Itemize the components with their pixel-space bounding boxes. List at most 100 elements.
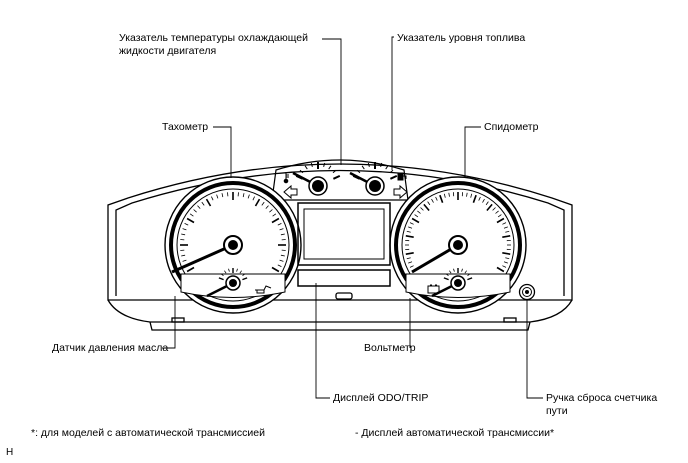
gauge-tick — [197, 205, 201, 209]
gauge-tick — [218, 277, 224, 281]
gauge-tick — [186, 266, 195, 273]
corner-mark: H — [6, 447, 14, 458]
gauge-tick — [389, 169, 394, 174]
battery-icon — [427, 284, 440, 294]
gauge-tick — [182, 259, 187, 262]
oil-can-icon — [255, 285, 272, 294]
odo-trip-display-label: Дисплей ODO/TRIP — [333, 392, 429, 404]
gauge-tick — [408, 226, 413, 229]
gauge-tick — [310, 162, 313, 167]
gauge-tick — [466, 192, 468, 197]
gauge-tick — [467, 277, 473, 281]
gauge-tick — [502, 265, 507, 268]
gauge-tick — [389, 174, 398, 180]
gauge-tick — [497, 214, 502, 218]
gauge-tick — [496, 217, 505, 224]
gauge-tick — [405, 252, 414, 255]
gauge-tick — [261, 201, 265, 206]
gauge-tick — [406, 230, 411, 233]
speedometer-gauge — [389, 176, 527, 314]
gauge-tick — [184, 223, 189, 226]
gauge-tick — [265, 205, 269, 209]
gauge-tick — [472, 194, 477, 203]
gauge-tick — [409, 222, 414, 225]
gauge-tick — [486, 203, 493, 212]
gauge-tick — [502, 252, 511, 255]
gauge-tick — [239, 270, 242, 274]
gauge-tick — [247, 194, 250, 199]
cluster-housing — [107, 163, 573, 331]
gauge-tick — [277, 223, 282, 226]
gauge-tick — [380, 162, 383, 167]
gauge-tick — [408, 261, 413, 264]
gauge-tick — [503, 226, 508, 229]
gauge-tick — [221, 193, 224, 198]
gauge-tick — [277, 264, 282, 267]
gauge-tick — [304, 165, 308, 170]
oil-pressure-gauge-label: Датчик давления масла — [52, 342, 169, 354]
gauge-tick — [443, 277, 449, 281]
gauge-tick — [361, 165, 365, 170]
coolant-temp-gauge — [283, 162, 341, 196]
gauge-tick — [505, 230, 510, 233]
right-turn-signal-icon — [393, 184, 408, 200]
gauge-tick — [405, 235, 414, 238]
gauge-tick — [367, 162, 370, 167]
gauge-tick — [332, 174, 341, 180]
gauge-tick — [496, 266, 505, 273]
gauge-tick — [449, 270, 452, 274]
gauge-tick — [439, 194, 444, 203]
fuel-pump-icon — [397, 172, 407, 181]
gauge-tick — [189, 213, 194, 217]
gauge-tick — [431, 198, 434, 203]
gauge-tick — [211, 196, 214, 201]
tachometer-needle — [171, 243, 234, 274]
gauge-tick — [271, 217, 280, 224]
gauge-tick — [328, 165, 332, 170]
gauge-tick — [492, 207, 496, 211]
gauge-tick — [182, 228, 187, 231]
gauge-tick — [186, 217, 195, 224]
gauge-tick — [269, 209, 273, 213]
gauge-tick — [502, 222, 507, 225]
gauge-tick — [411, 217, 420, 224]
tachometer-label: Тахометр — [162, 121, 209, 133]
gauge-tick — [272, 213, 277, 217]
gauge-tick — [181, 233, 186, 236]
gauge-tick — [461, 268, 463, 272]
gauge-tick — [409, 265, 414, 268]
gauge-tick — [216, 194, 219, 199]
trip-reset-knob — [518, 283, 536, 301]
fuel-level-gauge-label: Указатель уровня топлива — [397, 32, 526, 44]
gauge-tick — [427, 201, 431, 206]
gauge-tick — [414, 214, 419, 218]
oil-gauge-ticks — [218, 268, 248, 281]
gauge-tick — [448, 192, 450, 197]
gauge-tick — [467, 273, 471, 277]
gauge-tick — [323, 162, 326, 167]
gauge-tick — [242, 193, 245, 198]
gauge-tick — [482, 198, 485, 203]
coolant-temp-gauge-label: Указатель температуры охлаждающей жидкос… — [119, 32, 308, 57]
gauge-tick — [485, 201, 489, 206]
voltmeter-label: Вольтметр — [364, 342, 416, 354]
gauge-tick — [503, 261, 508, 264]
gauge-tick — [420, 207, 424, 211]
gauge-tick — [417, 210, 421, 214]
gauge-tick — [242, 277, 248, 281]
gauge-tick — [505, 257, 510, 260]
gauge-tick — [445, 273, 449, 277]
gauge-tick — [406, 257, 411, 260]
gauge-tick — [332, 169, 337, 174]
gauge-tick — [453, 268, 455, 272]
gauge-tick — [435, 196, 438, 201]
gauge-tick — [356, 169, 361, 174]
gauge-tick — [279, 228, 284, 231]
gauge-tick — [470, 193, 473, 198]
gauge-tick — [280, 254, 285, 257]
speedometer-ticks — [405, 192, 511, 273]
gauge-tick — [280, 233, 285, 236]
gauge-tick — [224, 270, 227, 274]
